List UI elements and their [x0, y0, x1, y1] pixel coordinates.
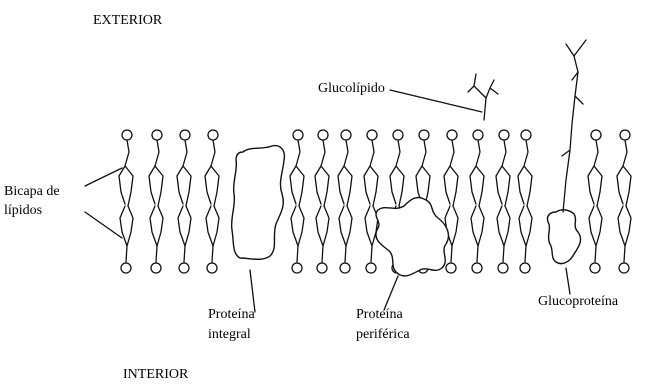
upper-lipid-head	[208, 130, 218, 140]
exterior-label: EXTERIOR	[93, 12, 162, 30]
upper-lipid-head	[180, 130, 190, 140]
bilayer-label-line2: lípidos	[4, 202, 42, 220]
lower-lipid-head	[472, 263, 482, 273]
lower-lipid-tail	[316, 206, 329, 262]
upper-lipid-tail	[518, 140, 532, 206]
upper-lipid-head	[318, 130, 328, 140]
upper-lipid-head	[367, 130, 377, 140]
upper-lipid-head	[521, 130, 531, 140]
lower-lipid-tail	[519, 206, 532, 262]
lower-lipid-head	[207, 263, 217, 273]
lower-lipid-tail	[120, 206, 133, 262]
upper-lipid-tail	[364, 140, 378, 206]
upper-lipid-tail	[496, 140, 510, 206]
peripheral-protein-label-line1: Proteína	[356, 306, 403, 324]
upper-lipid-head	[152, 130, 162, 140]
lower-lipid-head	[619, 263, 629, 273]
upper-lipid-head	[473, 130, 483, 140]
upper-lipid-head	[419, 130, 429, 140]
upper-lipid-head	[591, 130, 601, 140]
lower-lipid-tail	[589, 206, 602, 262]
upper-lipid-tail	[315, 140, 329, 206]
lower-lipid-head	[498, 263, 508, 273]
interior-label: INTERIOR	[123, 366, 188, 384]
upper-lipid-tail	[390, 140, 404, 206]
lower-lipid-tail	[471, 206, 484, 262]
upper-lipid-head	[447, 130, 457, 140]
glycoprotein-label: Glucoproteína	[538, 293, 618, 311]
lower-lipid-head	[446, 263, 456, 273]
lower-lipid-head	[151, 263, 161, 273]
integral-protein-label-line1: Proteína	[208, 306, 255, 324]
lower-lipid-head	[520, 263, 530, 273]
lower-lipid-tail	[206, 206, 219, 262]
upper-lipid-head	[393, 130, 403, 140]
upper-lipid-tail	[444, 140, 458, 206]
glycoprotein-chain	[562, 40, 586, 212]
lower-lipid-head	[366, 263, 376, 273]
glycolipid-chain	[468, 74, 498, 120]
lower-lipid-tail	[339, 206, 352, 262]
bilayer-label-line1: Bicapa de	[4, 183, 60, 201]
lower-lipid-tail	[150, 206, 163, 262]
lower-lipid-tail	[291, 206, 304, 262]
upper-lipid-head	[122, 130, 132, 140]
upper-lipid-tail	[177, 140, 191, 206]
lower-lipid-tail	[178, 206, 191, 262]
lower-lipid-head	[340, 263, 350, 273]
upper-lipid-tail	[119, 140, 133, 206]
peripheral-protein-label-line2: periférica	[356, 326, 410, 344]
upper-lipid-head	[293, 130, 303, 140]
lower-lipid-head	[121, 263, 131, 273]
glycolipid-label: Glucolípido	[318, 80, 385, 98]
upper-lipid-head	[341, 130, 351, 140]
upper-lipid-tail	[470, 140, 484, 206]
upper-lipid-tail	[416, 140, 430, 206]
peripheral-protein	[376, 198, 449, 276]
integral-protein-label-line2: integral	[208, 326, 251, 344]
upper-lipid-head	[499, 130, 509, 140]
lower-lipid-head	[292, 263, 302, 273]
glycoprotein	[547, 210, 580, 264]
lower-lipid-head	[179, 263, 189, 273]
lower-lipid-head	[590, 263, 600, 273]
upper-lipid-tail	[617, 140, 631, 206]
upper-lipid-tail	[588, 140, 602, 206]
upper-lipid-tail	[338, 140, 352, 206]
upper-lipid-tail	[290, 140, 304, 206]
upper-lipid-tail	[205, 140, 219, 206]
upper-lipid-tail	[149, 140, 163, 206]
label-leaders	[85, 90, 570, 312]
lower-lipid-head	[317, 263, 327, 273]
lower-lipid-tail	[497, 206, 510, 262]
integral-protein	[232, 146, 285, 260]
upper-lipid-head	[620, 130, 630, 140]
lower-lipid-tail	[618, 206, 631, 262]
